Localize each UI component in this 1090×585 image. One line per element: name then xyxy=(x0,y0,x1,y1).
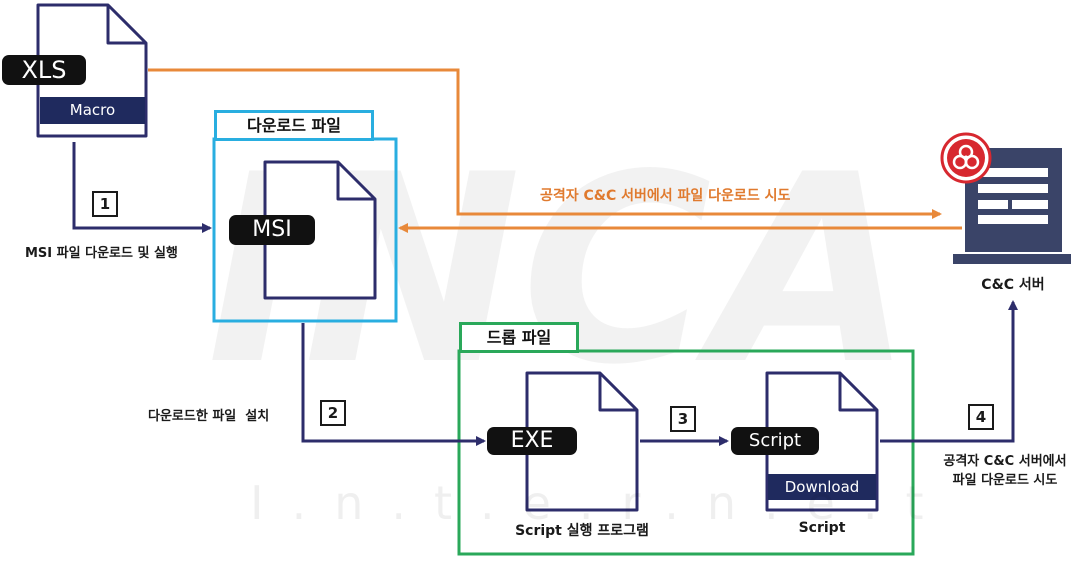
step-4-label-line1: 공격자 C&C 서버에서 xyxy=(943,454,1067,469)
server-label: C&C 서버 xyxy=(981,277,1045,293)
biohazard-icon xyxy=(940,132,992,184)
msi-document-icon xyxy=(263,160,377,300)
exe-caption: Script 실행 프로그램 xyxy=(515,523,649,539)
macro-band: Macro xyxy=(40,97,145,124)
script-caption: Script xyxy=(798,520,846,536)
step-3-badge: 3 xyxy=(670,406,696,432)
step-2-label: 다운로드한 파일 설치 xyxy=(148,409,270,424)
drop-file-box xyxy=(457,349,915,556)
step-4-badge: 4 xyxy=(968,404,994,430)
xls-tag: XLS xyxy=(2,55,86,85)
watermark-text: I.n.t.e.r.n.e.t xyxy=(250,476,952,530)
step2-arrow xyxy=(301,323,486,446)
server-icon xyxy=(953,148,1071,264)
step-1-badge: 1 xyxy=(92,191,118,217)
drop-box-title: 드롭 파일 xyxy=(459,322,579,353)
step-4-label-line2: 파일 다운로드 시도 xyxy=(952,473,1058,488)
orange-flow-label: 공격자 C&C 서버에서 파일 다운로드 시도 xyxy=(540,188,791,204)
msi-tag: MSI xyxy=(229,215,315,245)
download-box-title: 다운로드 파일 xyxy=(214,110,374,141)
step-2-badge: 2 xyxy=(320,400,346,426)
orange-arrow-to-server xyxy=(148,68,942,219)
exe-document-icon xyxy=(525,371,639,512)
download-band: Download xyxy=(768,474,876,500)
script-tag: Script xyxy=(731,427,819,455)
exe-tag: EXE xyxy=(487,427,577,455)
step4-arrow xyxy=(880,300,1018,443)
step1-arrow xyxy=(72,142,212,233)
step-1-label: MSI 파일 다운로드 및 실행 xyxy=(25,246,178,261)
